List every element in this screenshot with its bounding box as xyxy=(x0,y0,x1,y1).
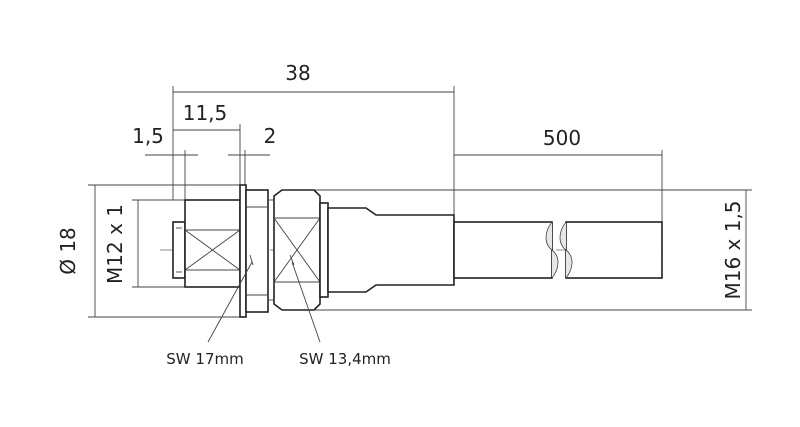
dim-front-thread: M12 x 1 xyxy=(103,204,127,284)
dim-thread-to-nut: 11,5 xyxy=(183,101,228,125)
flange-washer xyxy=(245,189,269,313)
dimension-lines-sides xyxy=(88,184,752,318)
cable-break-left xyxy=(545,221,559,279)
dimension-lines-top xyxy=(145,86,663,225)
front-sleeve xyxy=(184,199,241,288)
cable-segment-1 xyxy=(453,221,553,279)
callout-leaders xyxy=(207,254,321,343)
front-thread-insert xyxy=(172,221,186,279)
dim-overall-length: 38 xyxy=(285,61,310,85)
rear-collar xyxy=(319,202,329,298)
overmold-body xyxy=(327,207,455,293)
callout-wrench-front: SW 17mm xyxy=(166,350,243,368)
dim-rear-thread: M16 x 1,5 xyxy=(721,200,745,299)
dim-cable-length: 500 xyxy=(543,126,581,150)
dim-flange-diameter: Ø 18 xyxy=(56,227,80,275)
cable-segment-2 xyxy=(565,221,663,279)
cable-break-right xyxy=(559,221,573,279)
connector-body xyxy=(172,184,663,318)
dim-nut-thickness: 2 xyxy=(264,124,277,148)
flange-nut xyxy=(239,184,247,318)
callout-wrench-rear: SW 13,4mm xyxy=(299,350,391,368)
dim-front-offset: 1,5 xyxy=(132,124,164,148)
